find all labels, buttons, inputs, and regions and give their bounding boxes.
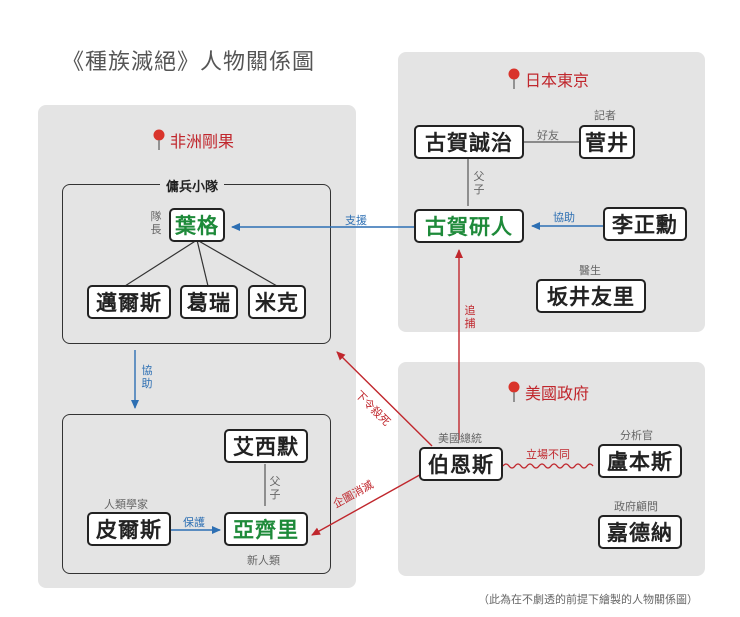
node-gardner: 嘉德納 bbox=[598, 515, 682, 549]
region-title-congo-label: 非洲剛果 bbox=[170, 132, 235, 151]
label-friend: 好友 bbox=[537, 129, 559, 142]
group-mercenary-title: 傭兵小隊 bbox=[160, 176, 225, 195]
node-akili: 亞齊里 bbox=[224, 512, 308, 546]
map-pin-icon bbox=[153, 129, 165, 150]
label-assist-congo: 協助 bbox=[141, 364, 153, 390]
node-aisimo: 艾西默 bbox=[224, 429, 308, 463]
node-burns: 伯恩斯 bbox=[419, 447, 503, 481]
node-sugai: 菅井 bbox=[579, 125, 635, 159]
role-captain: 隊長 bbox=[150, 210, 162, 236]
role-advisor: 政府顧問 bbox=[614, 500, 658, 513]
node-jeonghoon: 李正勳 bbox=[603, 207, 687, 241]
footnote: （此為在不劇透的前提下繪製的人物關係圖） bbox=[478, 593, 698, 606]
label-opposing: 立場不同 bbox=[526, 448, 570, 461]
map-pin-icon bbox=[508, 68, 520, 89]
label-assist-japan: 協助 bbox=[553, 211, 575, 224]
label-father-son-congo: 父子 bbox=[269, 475, 281, 501]
node-kento: 古賀研人 bbox=[414, 209, 524, 243]
region-title-japan-label: 日本東京 bbox=[525, 71, 590, 90]
node-rubens: 盧本斯 bbox=[598, 444, 682, 478]
node-yuri: 坂井友里 bbox=[536, 279, 646, 313]
node-garrett: 葛瑞 bbox=[180, 285, 238, 319]
label-protect: 保護 bbox=[183, 516, 205, 529]
label-father-son-japan: 父子 bbox=[473, 170, 485, 196]
role-analyst: 分析官 bbox=[620, 429, 653, 442]
node-meyers: 邁爾斯 bbox=[87, 285, 171, 319]
diagram-title: 《種族滅絕》人物關係圖 bbox=[62, 50, 316, 75]
node-mick: 米克 bbox=[248, 285, 306, 319]
role-president: 美國總統 bbox=[438, 432, 482, 445]
map-pin-icon bbox=[508, 381, 520, 402]
node-pierce: 皮爾斯 bbox=[87, 512, 171, 546]
node-seiji: 古賀誠治 bbox=[414, 125, 524, 159]
role-new-human: 新人類 bbox=[247, 554, 280, 567]
region-title-congo: 非洲剛果 bbox=[152, 128, 234, 152]
label-pursue: 追捕 bbox=[464, 304, 476, 330]
role-doctor: 醫生 bbox=[579, 264, 601, 277]
label-support: 支援 bbox=[345, 214, 367, 227]
region-title-usa-label: 美國政府 bbox=[525, 384, 590, 403]
node-yeager: 葉格 bbox=[169, 208, 225, 242]
role-anthropologist: 人類學家 bbox=[104, 498, 148, 511]
region-title-japan: 日本東京 bbox=[507, 67, 589, 91]
region-title-usa: 美國政府 bbox=[507, 380, 589, 404]
role-journalist: 記者 bbox=[594, 109, 616, 122]
